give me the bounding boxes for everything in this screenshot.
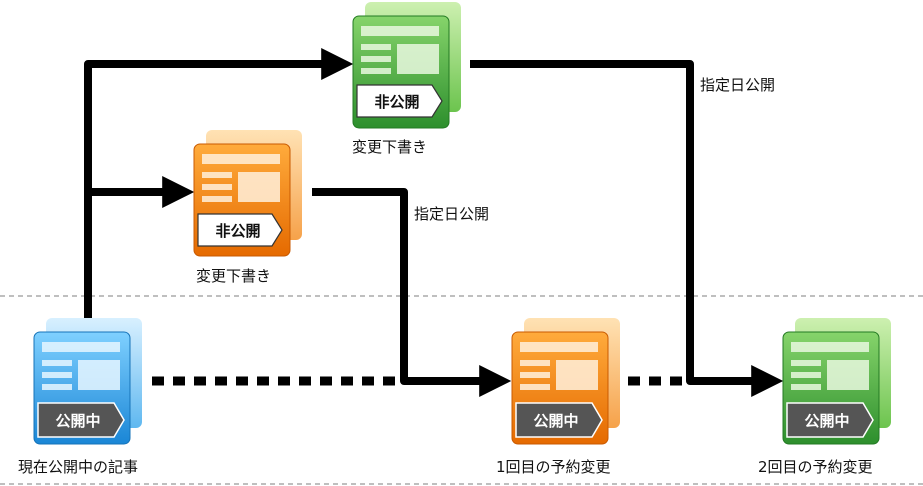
status-badge-text-draft1: 非公開 bbox=[215, 222, 260, 240]
node-caption-current: 現在公開中の記事 bbox=[18, 458, 139, 476]
document-icon-draft1: 非公開 bbox=[193, 130, 302, 257]
status-badge-scheduled1 bbox=[515, 402, 603, 438]
arrow-draft2-to-scheduled2 bbox=[470, 60, 784, 397]
document-icon-draft2: 非公開 bbox=[352, 2, 461, 129]
status-badge-text-scheduled1: 公開中 bbox=[533, 412, 578, 430]
status-badge-text-current: 公開中 bbox=[55, 412, 100, 430]
arrow-draft1-to-scheduled1 bbox=[312, 188, 512, 397]
status-badge-text-scheduled2: 公開中 bbox=[804, 412, 849, 430]
status-badge-draft2 bbox=[356, 84, 443, 118]
node-caption-draft2: 変更下書き bbox=[352, 138, 428, 156]
status-badge-draft1 bbox=[197, 213, 283, 247]
node-caption-scheduled2: 2回目の予約変更 bbox=[758, 458, 873, 476]
document-icon-scheduled1: 公開中 bbox=[511, 318, 620, 445]
arrow-current-to-draft2 bbox=[84, 48, 354, 320]
status-badge-current bbox=[37, 402, 125, 438]
document-icon-scheduled2: 公開中 bbox=[782, 318, 891, 445]
status-badge-scheduled2 bbox=[786, 402, 874, 438]
status-badge-text-draft2: 非公開 bbox=[374, 93, 419, 111]
document-icon-current: 公開中 bbox=[33, 318, 142, 445]
node-caption-draft1: 変更下書き bbox=[196, 267, 272, 285]
node-caption-scheduled1: 1回目の予約変更 bbox=[496, 458, 611, 476]
edge-label-draft2-publish: 指定日公開 bbox=[700, 76, 776, 94]
edge-label-draft1-publish: 指定日公開 bbox=[414, 205, 490, 223]
